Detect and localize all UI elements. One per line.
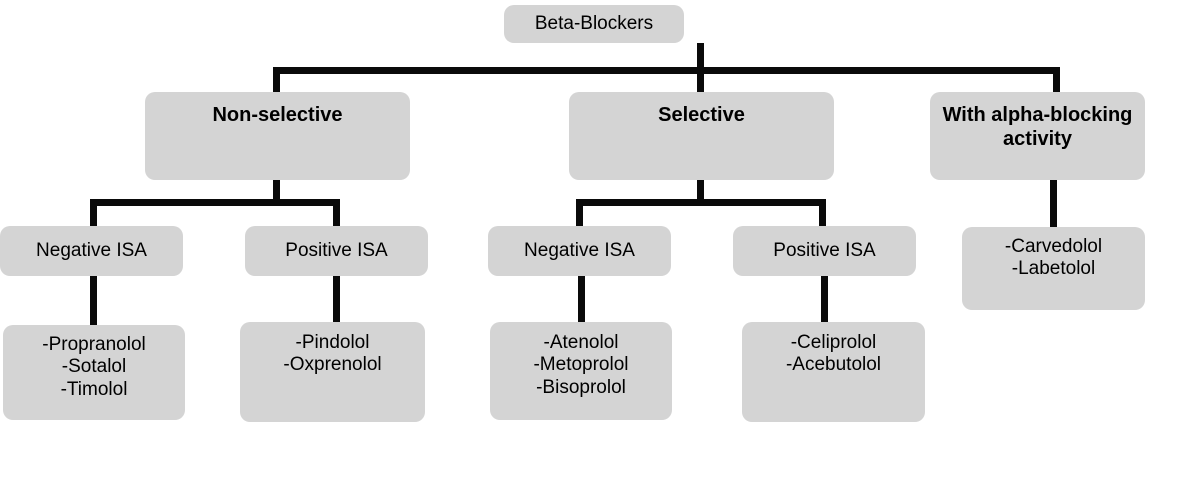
connector-selective-to-negative-isa (576, 199, 583, 228)
connector-root-bus (273, 67, 1060, 74)
connector-nonselective-to-positive-isa (333, 199, 340, 228)
connector-selective-to-positive-isa (819, 199, 826, 228)
node-with-alpha-blocking-activity[interactable]: With alpha-blocking activity (930, 92, 1145, 180)
node-label: Negative ISA (36, 239, 147, 261)
connector-negative-isa-2-to-drugs (578, 274, 585, 325)
node-drug-list-selective-negative-isa[interactable]: -Atenolol -Metoprolol -Bisoprolol (490, 322, 672, 420)
node-label: -Celiprolol -Acebutolol (785, 332, 882, 376)
connector-positive-isa-2-to-drugs (821, 274, 828, 325)
connector-root-stem (697, 43, 704, 71)
node-drug-list-selective-positive-isa[interactable]: -Celiprolol -Acebutolol (742, 322, 925, 422)
node-label: -Atenolol -Metoprolol -Bisoprolol (533, 332, 629, 398)
node-label: Beta-Blockers (534, 12, 654, 34)
node-selective-positive-isa[interactable]: Positive ISA (733, 226, 916, 276)
node-label: Positive ISA (773, 239, 876, 261)
node-label: Non-selective (212, 104, 343, 126)
connector-positive-isa-1-to-drugs (333, 274, 340, 325)
node-label: -Pindolol -Oxprenolol (283, 332, 382, 376)
connector-nonselective-stem (273, 180, 280, 205)
connector-root-to-nonselective (273, 67, 280, 94)
node-drug-list-non-selective-negative-isa[interactable]: -Propranolol -Sotalol -Timolol (3, 325, 185, 420)
node-non-selective-negative-isa[interactable]: Negative ISA (0, 226, 183, 276)
node-label: With alpha-blocking activity (942, 104, 1133, 150)
node-non-selective[interactable]: Non-selective (145, 92, 410, 180)
node-label: -Propranolol -Sotalol -Timolol (42, 334, 146, 400)
connector-selective-stem (697, 180, 704, 205)
connector-root-to-alpha (1053, 67, 1060, 94)
node-selective[interactable]: Selective (569, 92, 834, 180)
node-label: Positive ISA (285, 239, 388, 261)
node-drug-list-alpha-blocking[interactable]: -Carvedolol -Labetolol (962, 227, 1145, 310)
node-non-selective-positive-isa[interactable]: Positive ISA (245, 226, 428, 276)
connector-alpha-to-drugs (1050, 180, 1057, 229)
connector-selective-bus (576, 199, 826, 206)
connector-nonselective-to-negative-isa (90, 199, 97, 228)
node-selective-negative-isa[interactable]: Negative ISA (488, 226, 671, 276)
node-beta-blockers[interactable]: Beta-Blockers (504, 5, 684, 43)
connector-nonselective-bus (90, 199, 340, 206)
connector-negative-isa-1-to-drugs (90, 274, 97, 327)
connector-root-to-selective (697, 67, 704, 94)
node-label: Selective (658, 104, 745, 126)
node-label: Negative ISA (524, 239, 635, 261)
node-drug-list-non-selective-positive-isa[interactable]: -Pindolol -Oxprenolol (240, 322, 425, 422)
node-label: -Carvedolol -Labetolol (1004, 236, 1103, 280)
